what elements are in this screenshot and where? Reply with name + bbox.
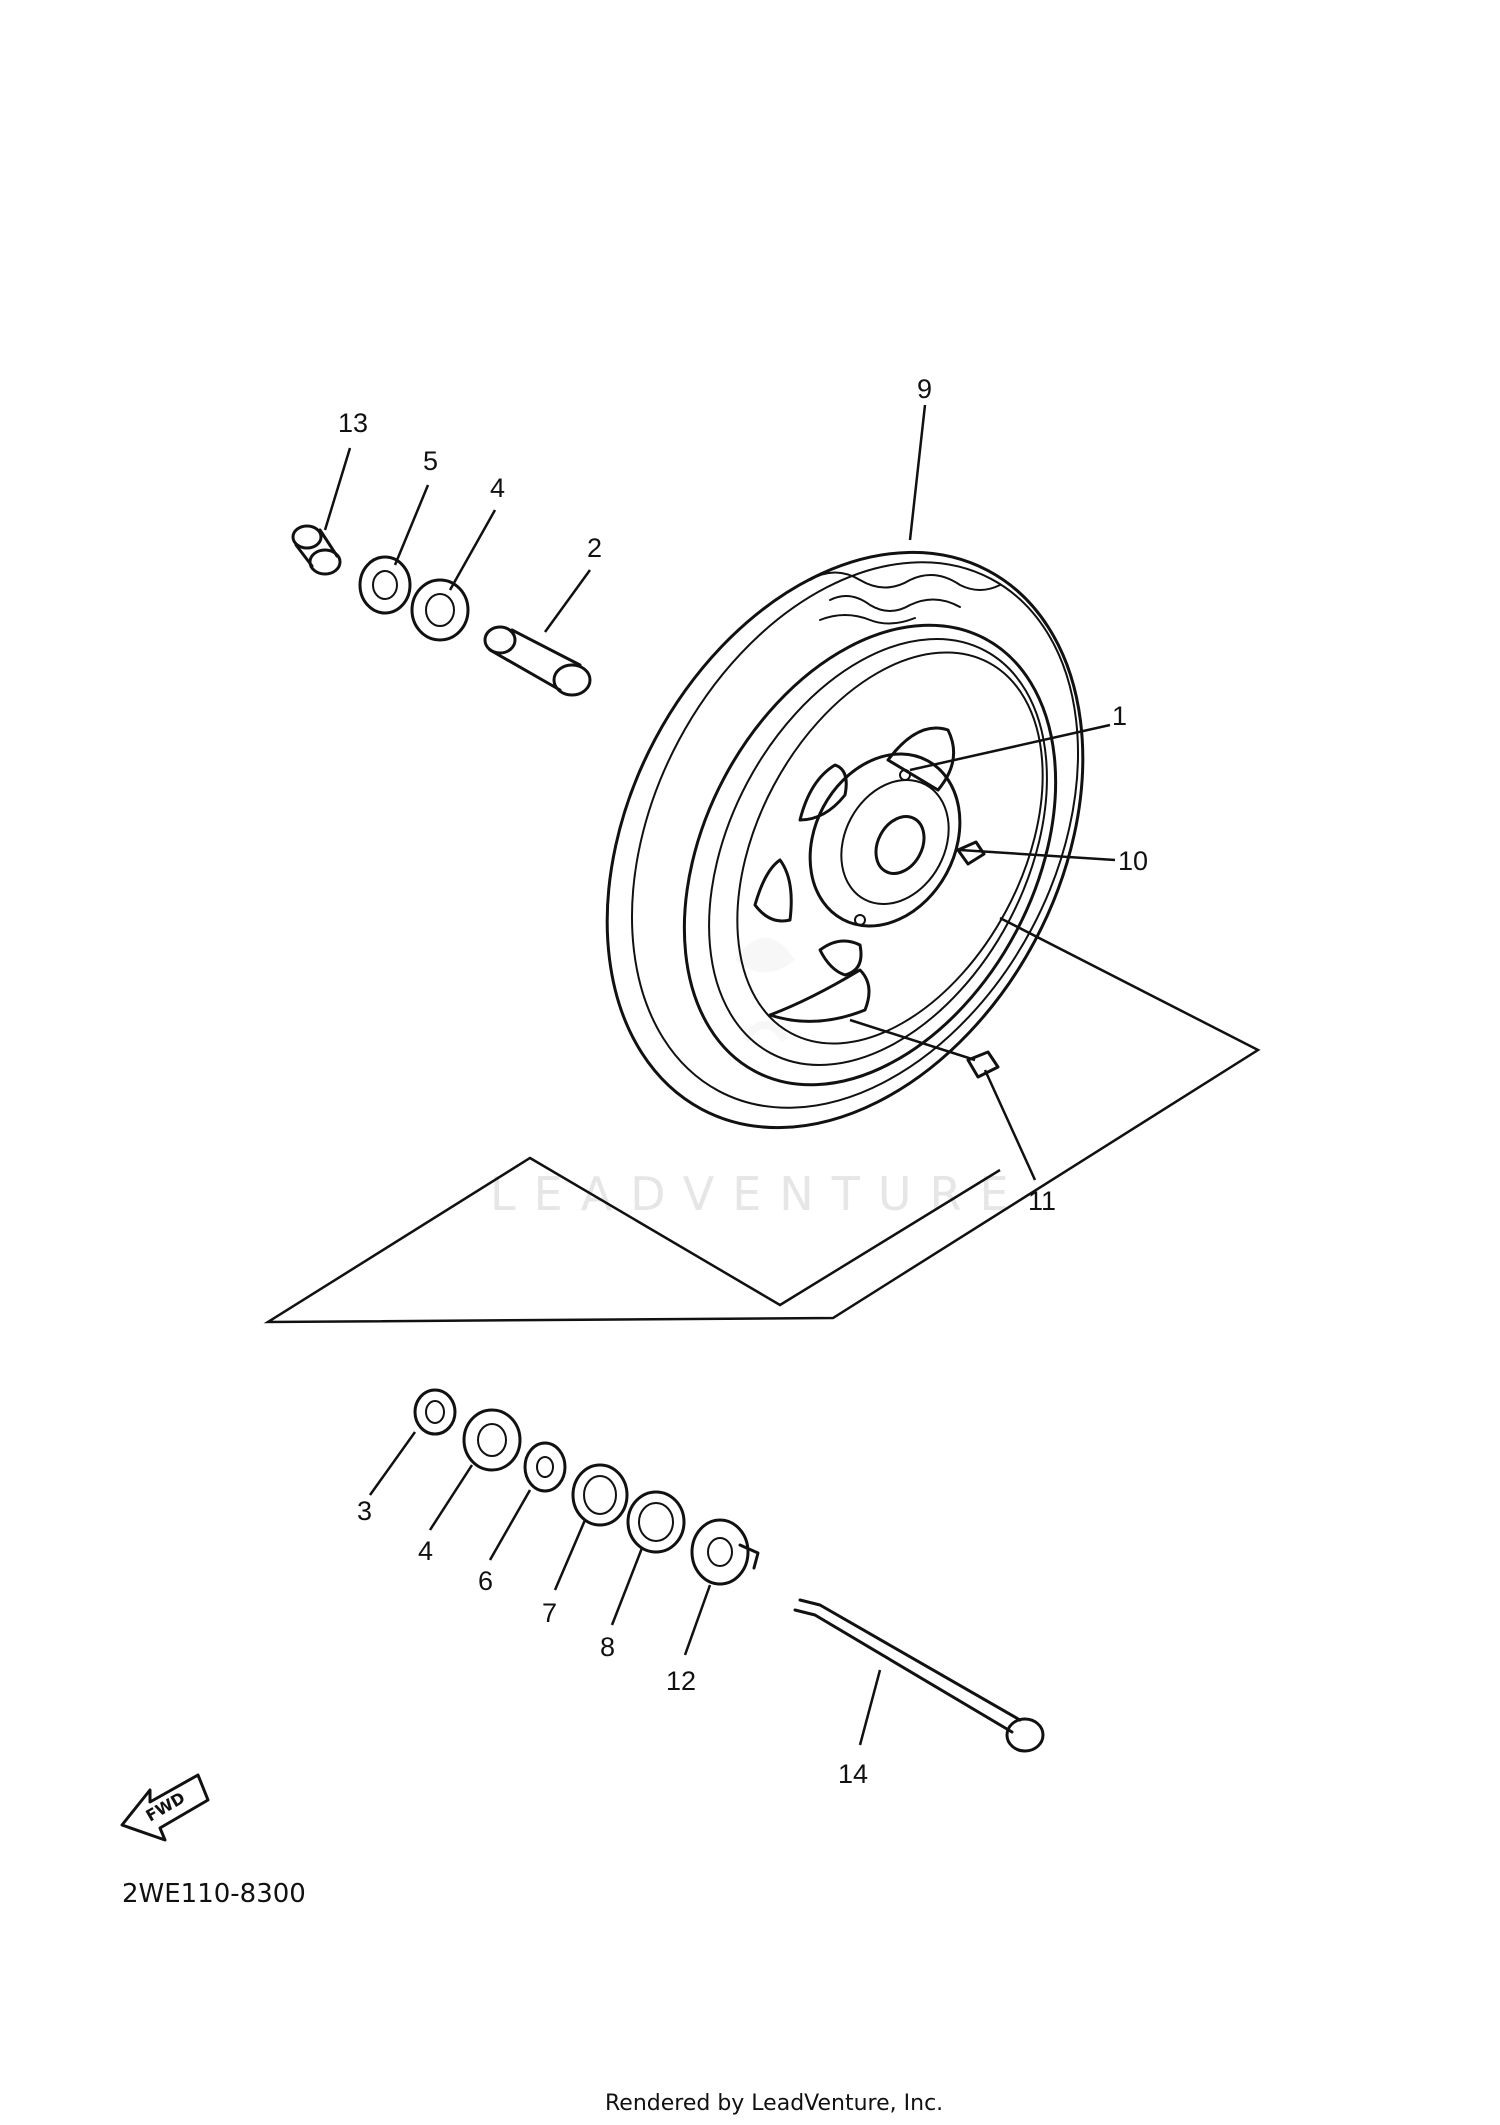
- fwd-arrow-icon: FWD: [120, 1773, 210, 1842]
- callout-2: 2: [587, 533, 602, 563]
- part-12-gear-unit: [690, 1518, 760, 1586]
- part-14-axle: [793, 1598, 1045, 1753]
- part-13-spacer: [291, 524, 342, 576]
- tire-outline: [605, 550, 1085, 1130]
- part-3-washer: [413, 1388, 457, 1436]
- balance-weight: [966, 1050, 1000, 1079]
- footer-rendered-by: Rendered by LeadVenture, Inc.: [605, 2091, 943, 2116]
- axis-guide-frame: [263, 916, 1261, 1324]
- hub-bolt-1: [899, 769, 911, 781]
- part-4-bearing-top: [410, 578, 470, 642]
- callout-1: 1: [1112, 701, 1127, 731]
- spoke-window-3: [753, 858, 793, 923]
- callout-9: 9: [917, 374, 932, 404]
- part-7-gear: [571, 1463, 629, 1527]
- callout-4-top: 4: [490, 473, 505, 503]
- spoke-window-2: [798, 763, 848, 822]
- hub-outer: [808, 752, 962, 928]
- callout-3: 3: [357, 1496, 372, 1526]
- rim-outer: [682, 623, 1058, 1087]
- watermark-logo-icon: [735, 937, 795, 1043]
- rim-inner: [708, 638, 1048, 1066]
- callout-14: 14: [838, 1759, 868, 1789]
- callout-12: 12: [666, 1666, 696, 1696]
- rim-groove: [736, 651, 1044, 1045]
- hub-mid: [840, 778, 950, 906]
- callout-8: 8: [600, 1632, 615, 1662]
- axis-guide-1: [849, 1018, 976, 1062]
- callout-13: 13: [338, 408, 368, 438]
- callout-4-bottom: 4: [418, 1536, 433, 1566]
- tire-tread: [631, 561, 1079, 1109]
- callout-10: 10: [1118, 846, 1148, 876]
- leader-lines: [323, 404, 1116, 1746]
- watermark-text: LEADVENTURE: [490, 1167, 1027, 1221]
- callout-6: 6: [478, 1566, 493, 1596]
- valve-stem: [956, 840, 986, 866]
- spoke-window-4: [768, 968, 871, 1023]
- part-6-clutch: [523, 1441, 567, 1493]
- wheel-assembly: [605, 550, 1085, 1130]
- callout-5: 5: [423, 446, 438, 476]
- tread-pattern: [809, 571, 1001, 625]
- hub-bolt-2: [854, 914, 866, 926]
- spoke-window-5: [818, 939, 863, 977]
- part-2-collar: [483, 625, 592, 697]
- part-8-seal: [626, 1490, 686, 1554]
- callout-11: 11: [1028, 1186, 1056, 1216]
- hub-center: [874, 815, 926, 875]
- diagram-code: 2WE110-8300: [122, 1879, 306, 1909]
- part-4-bearing-bottom: [462, 1408, 522, 1472]
- part-5-bearing: [358, 555, 412, 615]
- callout-7: 7: [542, 1598, 557, 1628]
